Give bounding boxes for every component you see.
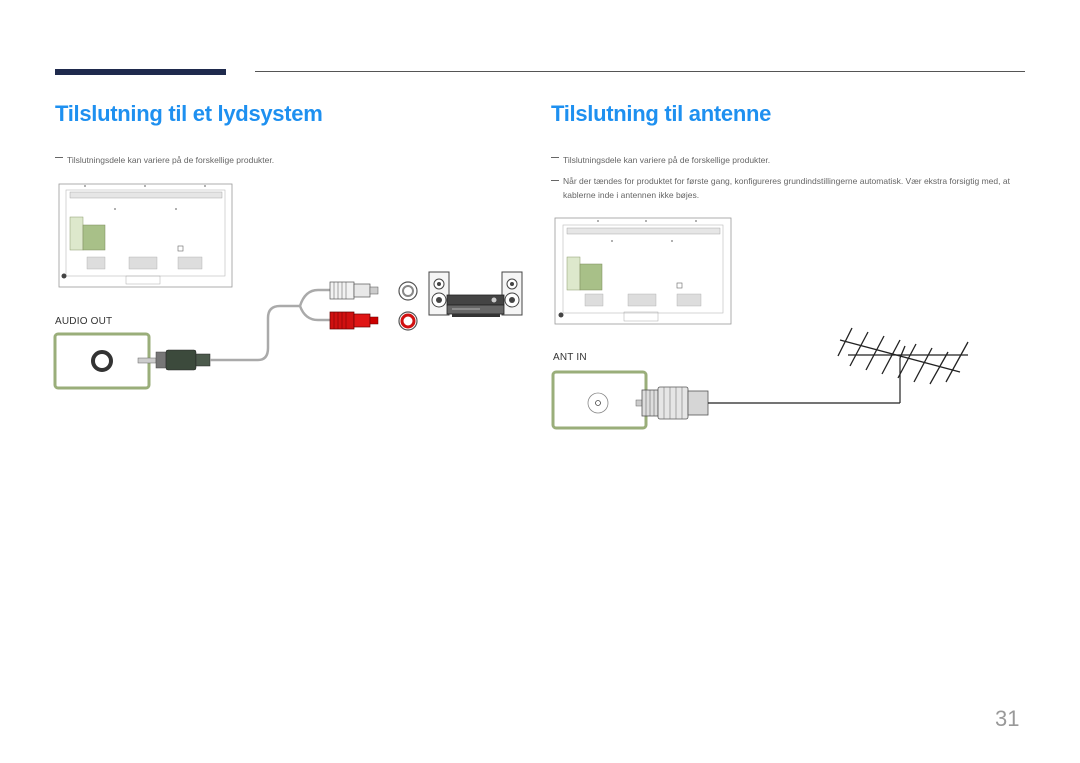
page-number: 31 [995, 706, 1020, 731]
note-audio: Tilslutningsdele kan variere på de forsk… [55, 153, 274, 167]
monitor-rear-panel-right [554, 217, 732, 325]
section-title-antenna: Tilslutning til antenne [551, 101, 772, 126]
note-antenna-2-text: Når der tændes for produktet for første … [563, 176, 1010, 200]
note-dash-icon [551, 180, 559, 181]
note-dash-icon [55, 157, 63, 159]
rca-cable [298, 281, 418, 331]
header-accent-bar [55, 69, 226, 75]
coax-connector [635, 358, 901, 420]
ant-in-port [551, 370, 648, 430]
note-audio-text: Tilslutningsdele kan variere på de forsk… [67, 155, 275, 165]
monitor-rear-panel-left [58, 183, 233, 288]
header-rule [255, 71, 1025, 72]
note-dash-icon [551, 157, 559, 159]
note-antenna-2: Når der tændes for produktet for første … [551, 174, 1031, 202]
audio-out-port [53, 332, 151, 390]
stereo-system [428, 271, 523, 317]
antenna [837, 327, 969, 385]
audio-out-label: AUDIO OUT [55, 316, 113, 327]
note-antenna-1: Tilslutningsdele kan variere på de forsk… [551, 153, 770, 167]
stereo-mini-plug [137, 304, 300, 371]
section-title-audio: Tilslutning til et lydsystem [55, 101, 323, 126]
note-antenna-1-text: Tilslutningsdele kan variere på de forsk… [563, 155, 771, 165]
ant-in-label: ANT IN [553, 352, 587, 363]
